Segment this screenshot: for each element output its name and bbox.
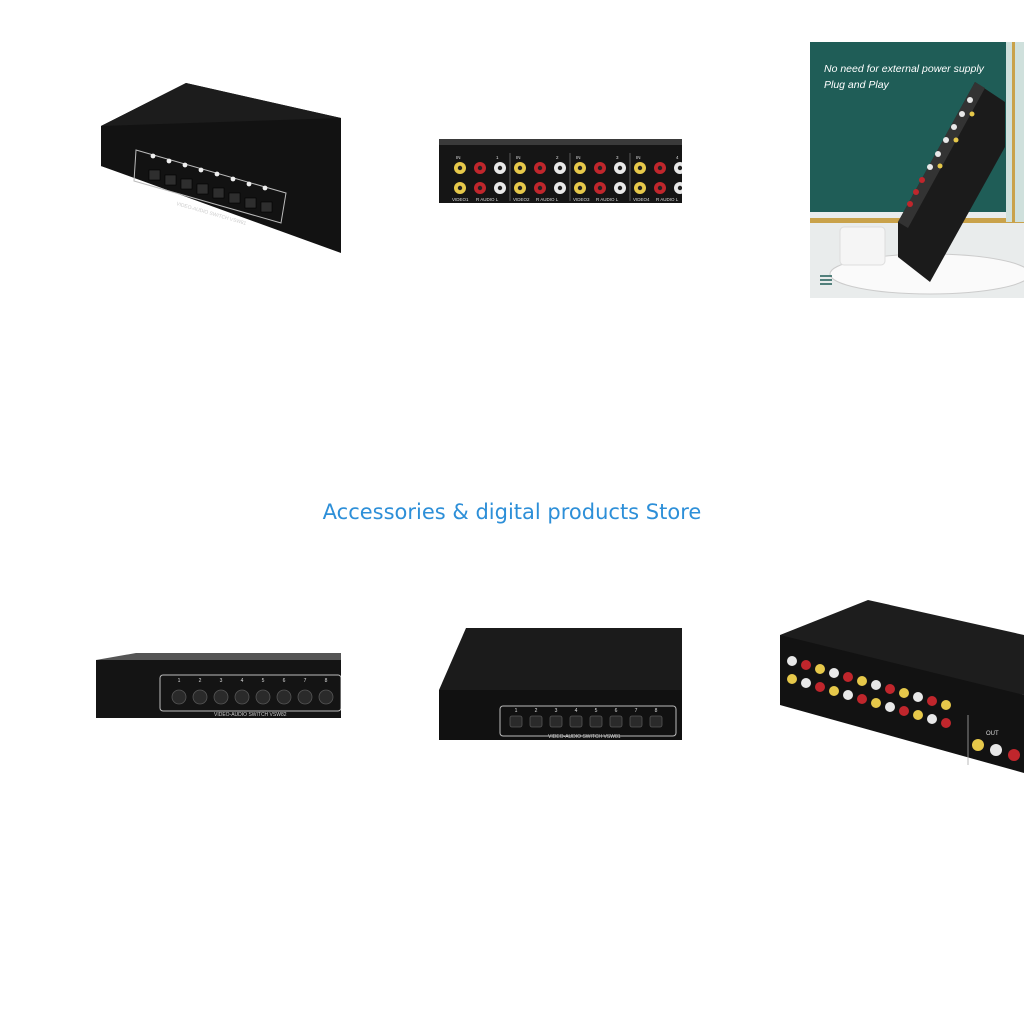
rear-label: R AUDIO L: [476, 197, 499, 202]
button-number: 2: [199, 678, 202, 684]
promo-headline: No need for external power supply: [824, 63, 985, 75]
button-number: 7: [635, 708, 638, 714]
rear-in-mark: 4: [676, 155, 679, 160]
store-name-link[interactable]: Accessories & digital products Store: [322, 500, 702, 524]
product-image-front-top[interactable]: 1 2 3 4 5 6 7 8 VIDEO-AUDIO SWITCH VSW81: [436, 620, 682, 745]
rear-in-mark: IN: [576, 155, 581, 160]
device-label: VIDEO-AUDIO SWITCH VSW82: [214, 712, 287, 718]
product-image-rear-panel[interactable]: VIDEO1 R AUDIO L VIDEO2 R AUDIO L VIDEO3…: [436, 135, 682, 210]
rear-label: VIDEO2: [513, 197, 530, 202]
promo-subline: Plug and Play: [824, 79, 890, 91]
rear-label: VIDEO3: [573, 197, 590, 202]
rear-label: VIDEO1: [452, 197, 469, 202]
button-number: 4: [241, 678, 244, 684]
button-number: 6: [615, 708, 618, 714]
product-image-promo[interactable]: No need for external power supply Plug a…: [810, 42, 1024, 298]
rear-label: VIDEO4: [633, 197, 650, 202]
rear-in-mark: 2: [556, 155, 559, 160]
rear-label: R AUDIO L: [596, 197, 619, 202]
button-number: 3: [220, 678, 223, 684]
product-image-front-flat[interactable]: 1 2 3 4 5 6 7 8 VIDEO-AUDIO SWITCH VSW82: [96, 645, 341, 725]
menu-icon[interactable]: [820, 275, 832, 285]
product-image-rear-angle[interactable]: OUT: [778, 595, 1024, 775]
rear-in-mark: IN: [456, 155, 461, 160]
rear-in-mark: IN: [516, 155, 521, 160]
button-number: 3: [555, 708, 558, 714]
button-number: 7: [304, 678, 307, 684]
rear-in-mark: 3: [616, 155, 619, 160]
button-number: 4: [575, 708, 578, 714]
device-label: VIDEO-AUDIO SWITCH VSW81: [548, 734, 621, 740]
rear-in-mark: IN: [636, 155, 641, 160]
rear-label: R AUDIO L: [656, 197, 679, 202]
rear-label: R AUDIO L: [536, 197, 559, 202]
rear-in-mark: 1: [496, 155, 499, 160]
button-number: 5: [595, 708, 598, 714]
button-number: 1: [515, 708, 518, 714]
button-number: 8: [655, 708, 658, 714]
out-label: OUT: [986, 731, 999, 737]
button-number: 5: [262, 678, 265, 684]
button-number: 6: [283, 678, 286, 684]
button-number: 1: [178, 678, 181, 684]
button-number: 2: [535, 708, 538, 714]
button-number: 8: [325, 678, 328, 684]
store-banner: Accessories & digital products Store: [0, 500, 1024, 524]
product-image-front-angle[interactable]: VIDEO-AUDIO SWITCH VSW81: [96, 78, 341, 258]
